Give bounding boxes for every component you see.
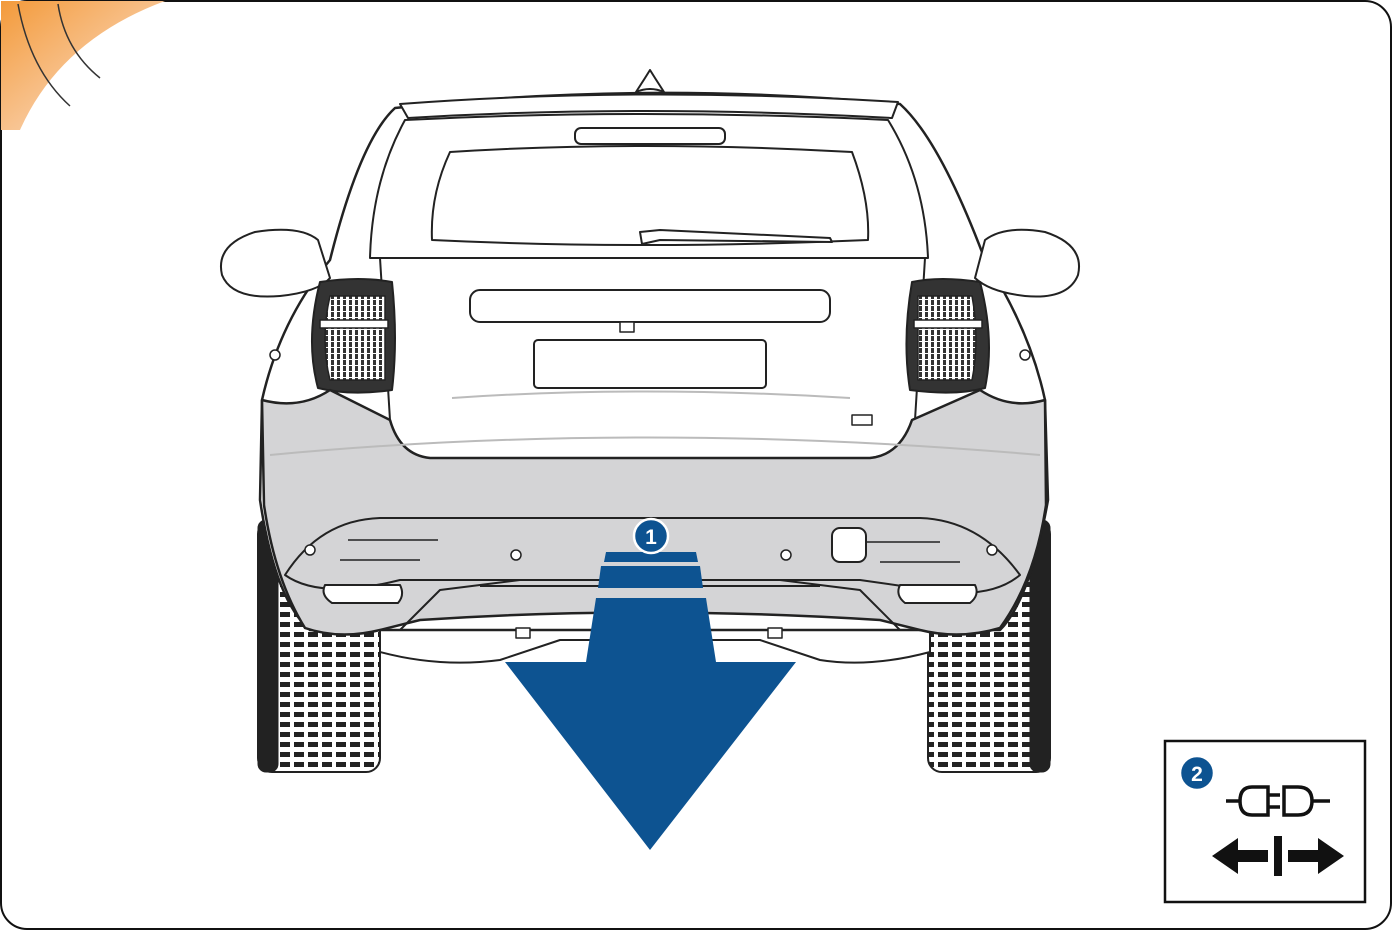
left-bumper-reflector bbox=[322, 584, 404, 604]
rear-window bbox=[430, 145, 870, 246]
corner-decoration bbox=[1, 1, 165, 130]
svg-text:1: 1 bbox=[645, 526, 657, 549]
double-arrow-separate-icon bbox=[1212, 836, 1344, 876]
callout-2-inset: 2 bbox=[1163, 739, 1367, 904]
left-tail-lamp bbox=[310, 278, 396, 394]
callout-badge-2 bbox=[1178, 754, 1216, 792]
left-mirror bbox=[220, 228, 331, 298]
callout-badge-1 bbox=[632, 517, 670, 555]
license-plate bbox=[533, 339, 767, 389]
right-tail-lamp bbox=[905, 278, 990, 394]
svg-text:2: 2 bbox=[1191, 763, 1203, 786]
connector-plug-icon bbox=[1226, 785, 1330, 817]
right-mirror bbox=[974, 228, 1080, 298]
right-bumper-reflector bbox=[897, 584, 978, 604]
car-rear-view bbox=[220, 69, 1080, 773]
tow-hook-cover bbox=[831, 527, 867, 563]
callout-1-arrow: 1 bbox=[505, 517, 796, 850]
down-arrow-icon bbox=[505, 598, 796, 850]
